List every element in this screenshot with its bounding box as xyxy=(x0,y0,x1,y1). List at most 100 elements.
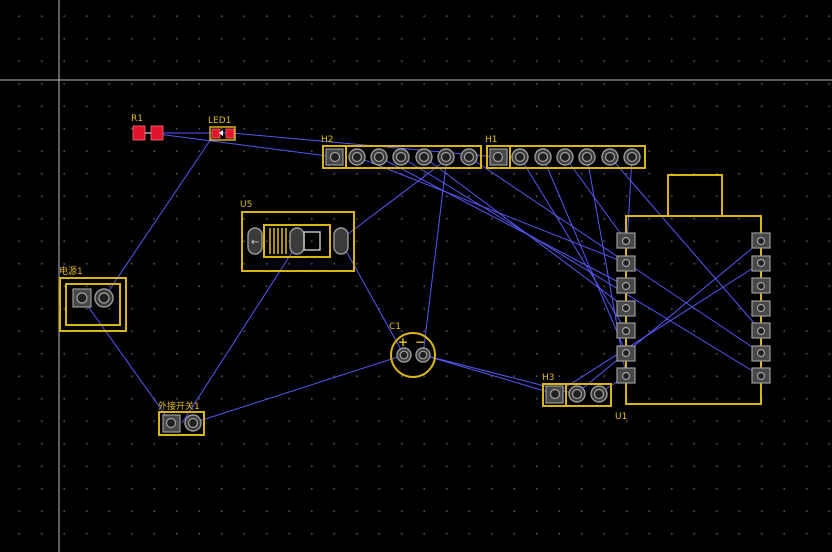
u1-pad-14-hole xyxy=(756,371,766,381)
u1-pad-13-hole xyxy=(756,348,766,358)
u1-pad-10-hole xyxy=(756,281,766,291)
h2-pad-7-hole xyxy=(463,151,475,163)
switch-pad-2-hole xyxy=(187,417,199,429)
u1-right-pads xyxy=(751,232,771,384)
u5-inner-outline xyxy=(263,224,331,258)
u1-outline xyxy=(625,215,762,405)
ratsnest-line xyxy=(575,240,762,395)
h3-pad-2-hole xyxy=(571,388,583,400)
component-led1[interactable]: LED1 xyxy=(208,116,236,141)
c1-outline xyxy=(390,332,436,378)
h2-pad-6-hole xyxy=(440,151,452,163)
c1-pad-2-hole xyxy=(418,350,428,360)
u5-pad-1[interactable] xyxy=(247,227,263,255)
u5-heatsink-icon xyxy=(269,228,287,254)
h1-pad-3-hole xyxy=(537,151,549,163)
u1-label: U1 xyxy=(615,412,627,422)
component-h1[interactable]: H1 xyxy=(485,135,646,169)
ratsnest-line xyxy=(81,297,172,424)
h2-label: H2 xyxy=(321,135,334,145)
h3-pad-1-hole xyxy=(549,388,561,400)
led1-pad-2[interactable] xyxy=(225,128,235,139)
h3-pad-3-hole xyxy=(593,388,605,400)
ratsnest-line xyxy=(103,132,216,299)
component-r1[interactable]: R1 xyxy=(131,114,164,141)
ratsnest-line xyxy=(339,239,405,356)
ratsnest xyxy=(81,132,762,424)
power-inner-outline xyxy=(65,283,121,326)
ratsnest-line xyxy=(554,262,762,395)
u1-pad-7-hole xyxy=(621,371,631,381)
ratsnest-line xyxy=(149,132,336,158)
h1-outline xyxy=(486,145,646,169)
u1-pad-9-hole xyxy=(756,258,766,268)
power-label: 电源1 xyxy=(59,265,83,277)
component-u1[interactable]: U1 xyxy=(615,174,771,422)
h2-pad-1-hole xyxy=(329,151,341,163)
h1-label: H1 xyxy=(485,135,498,145)
led1-outline xyxy=(209,126,236,141)
u1-pad-5-hole xyxy=(621,326,631,336)
led1-pad-1[interactable] xyxy=(211,128,221,139)
h2-pad-2-hole xyxy=(351,151,363,163)
led1-label: LED1 xyxy=(208,116,231,126)
u1-pad-12-hole xyxy=(756,326,766,336)
ratsnest-line xyxy=(564,156,627,242)
r1-pad-2[interactable] xyxy=(150,125,164,141)
component-h3[interactable]: H3 xyxy=(542,373,612,407)
switch-label: 外接开关1 xyxy=(158,400,200,412)
u1-pad-4-hole xyxy=(621,303,631,313)
h3-label: H3 xyxy=(542,373,555,383)
c1-pad-1-hole xyxy=(399,350,409,360)
component-c1[interactable]: C1 + − xyxy=(389,322,436,378)
ratsnest-line xyxy=(378,156,627,287)
ratsnest-line xyxy=(400,156,762,377)
component-u5[interactable]: U5 ← xyxy=(240,200,355,272)
ratsnest-line xyxy=(519,156,627,332)
h1-pad-7-hole xyxy=(626,151,638,163)
c1-plus-marker: + xyxy=(398,335,408,349)
u5-outline xyxy=(241,211,355,272)
ratsnest-line xyxy=(192,354,405,424)
switch-pad-1-hole xyxy=(165,417,177,429)
ratsnest-line xyxy=(339,156,451,241)
u5-label: U5 xyxy=(240,200,252,210)
ratsnest-line xyxy=(422,354,556,395)
u5-pad-2[interactable] xyxy=(289,227,305,255)
led1-polarity-icon xyxy=(219,130,223,136)
h2-outline xyxy=(322,145,482,169)
c1-label: C1 xyxy=(389,322,401,332)
power-outline xyxy=(59,277,127,332)
ratsnest-line xyxy=(586,156,627,377)
u5-pin1-arrow-icon: ← xyxy=(251,237,259,248)
c1-minus-marker: − xyxy=(415,335,425,349)
u1-pad-3-hole xyxy=(621,281,631,291)
u1-connector-outline xyxy=(667,174,723,217)
ratsnest-line xyxy=(468,156,762,354)
power-pad-1-hole xyxy=(76,292,88,304)
h1-pad-2-hole xyxy=(514,151,526,163)
power-pad-2-hole xyxy=(98,292,110,304)
u5-pad-4[interactable] xyxy=(333,227,349,255)
component-h2[interactable]: H2 xyxy=(321,135,482,169)
h2-pad-4-hole xyxy=(395,151,407,163)
ratsnest-line xyxy=(609,156,762,332)
u5-pad-3[interactable] xyxy=(303,231,321,251)
h1-pad-5-hole xyxy=(581,151,593,163)
u1-pad-2-hole xyxy=(621,258,631,268)
ratsnest-line xyxy=(423,156,627,309)
component-switch[interactable]: 外接开关1 xyxy=(158,400,205,436)
h2-pad-5-hole xyxy=(418,151,430,163)
u1-left-pads xyxy=(616,232,636,384)
ratsnest-line xyxy=(356,156,627,264)
u1-pad-11-hole xyxy=(756,303,766,313)
u1-pad-6-hole xyxy=(621,348,631,358)
h1-pad-1-hole xyxy=(492,151,504,163)
h1-pad-4-hole xyxy=(559,151,571,163)
u1-pad-1-hole xyxy=(621,236,631,246)
component-power[interactable]: 电源1 xyxy=(59,265,127,332)
h3-outline xyxy=(542,383,612,407)
r1-pad-1[interactable] xyxy=(132,125,146,141)
